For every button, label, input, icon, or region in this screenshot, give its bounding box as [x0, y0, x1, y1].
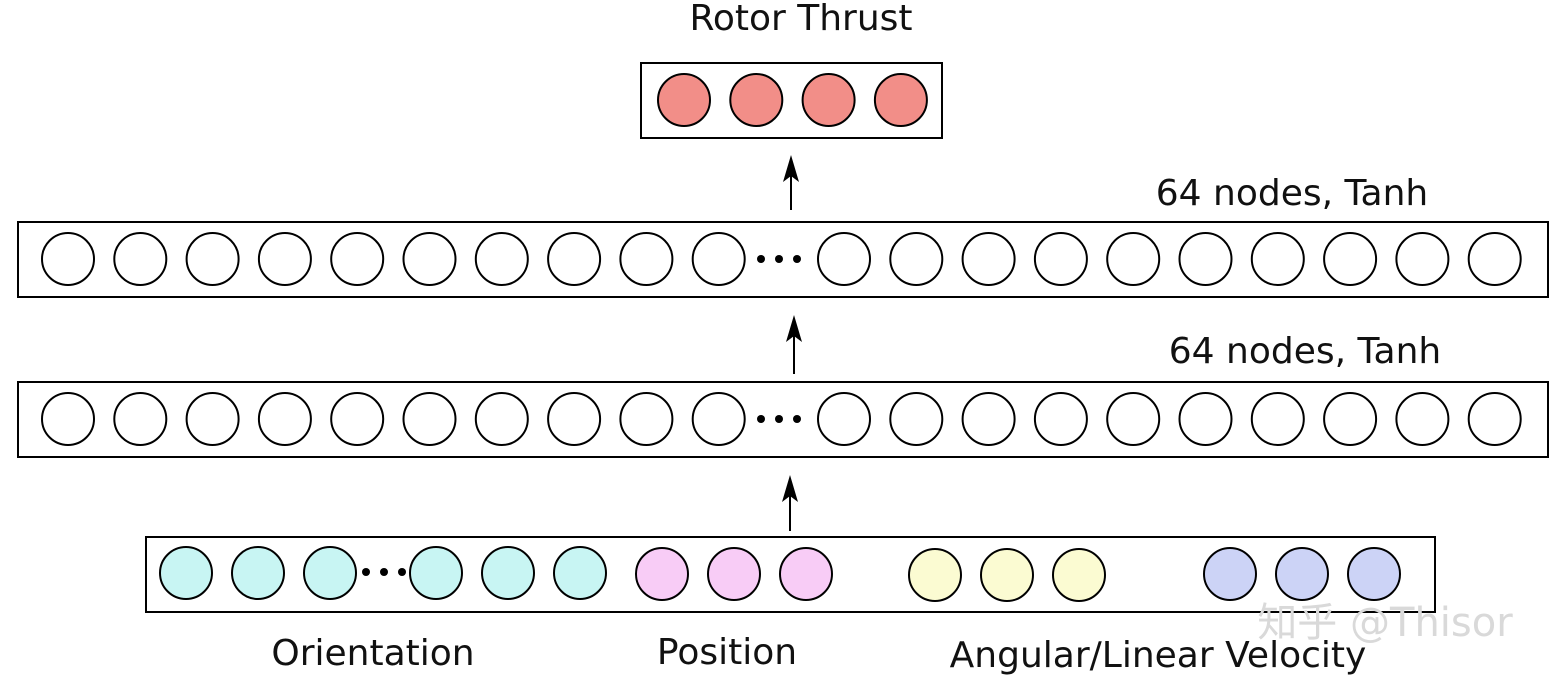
hidden-node — [1323, 392, 1378, 446]
position-label: Position — [657, 632, 797, 673]
hidden-node — [41, 232, 95, 286]
hidden-node — [1106, 392, 1161, 446]
angular-velocity-node — [908, 548, 962, 602]
angular-velocity-node — [980, 548, 1034, 602]
arrow-hidden1-to-hidden2 — [786, 315, 802, 374]
hidden-node — [1323, 232, 1378, 286]
hidden-node — [547, 232, 602, 286]
hidden-node — [817, 392, 871, 446]
hidden-node — [257, 232, 312, 286]
hidden-node — [1467, 392, 1522, 446]
hidden-layer-1-label: 64 nodes, Tanh — [1169, 331, 1441, 372]
hidden-node — [330, 232, 385, 286]
hidden-layer-2-nodes — [41, 232, 1522, 286]
velocity-label: Angular/Linear Velocity — [950, 635, 1367, 676]
hidden-layer-1-ellipsis — [757, 415, 801, 423]
orientation-label: Orientation — [271, 633, 474, 674]
hidden-layer-2-ellipsis — [757, 255, 801, 263]
hidden-node — [1033, 392, 1088, 446]
hidden-node — [961, 232, 1016, 286]
hidden-node — [1250, 232, 1305, 286]
hidden-node — [1395, 392, 1450, 446]
output-nodes — [657, 73, 928, 127]
orientation-node — [231, 546, 285, 600]
hidden-node — [113, 392, 168, 446]
hidden-node — [889, 392, 944, 446]
input-orientation-ellipsis — [362, 568, 406, 576]
linear-velocity-node — [1275, 547, 1329, 601]
hidden-node — [691, 392, 746, 446]
hidden-node — [1178, 232, 1233, 286]
hidden-node — [1395, 232, 1450, 286]
orientation-node — [159, 546, 213, 600]
hidden-node — [402, 232, 457, 286]
hidden-node — [1033, 232, 1088, 286]
linear-velocity-node — [1347, 547, 1401, 601]
hidden-node — [1250, 392, 1305, 446]
hidden-node — [41, 392, 95, 446]
orientation-node — [553, 546, 607, 600]
hidden-node — [113, 232, 168, 286]
hidden-layer-2-label: 64 nodes, Tanh — [1156, 173, 1428, 214]
hidden-node — [1106, 232, 1161, 286]
position-node — [707, 547, 761, 601]
hidden-node — [474, 392, 529, 446]
output-node — [873, 73, 928, 127]
hidden-node — [691, 232, 746, 286]
hidden-node — [961, 392, 1016, 446]
orientation-node — [303, 546, 357, 600]
hidden-layer-1-nodes — [41, 392, 1522, 446]
output-node — [801, 73, 856, 127]
hidden-node — [330, 392, 385, 446]
hidden-node — [257, 392, 312, 446]
arrow-input-to-hidden1 — [782, 475, 798, 531]
hidden-node — [889, 232, 944, 286]
orientation-node — [481, 546, 535, 600]
output-node — [657, 73, 711, 127]
angular-velocity-node — [1052, 548, 1106, 602]
hidden-node — [474, 232, 529, 286]
hidden-node — [817, 232, 871, 286]
hidden-node — [1467, 232, 1522, 286]
hidden-node — [1178, 392, 1233, 446]
position-node — [635, 547, 689, 601]
arrow-hidden2-to-output — [783, 155, 799, 210]
hidden-node — [185, 392, 240, 446]
hidden-node — [185, 232, 240, 286]
hidden-node — [547, 392, 602, 446]
watermark: 知乎 @Thisor — [1257, 600, 1513, 646]
input-nodes — [159, 546, 1401, 602]
output-title: Rotor Thrust — [689, 0, 912, 39]
hidden-node — [619, 392, 674, 446]
orientation-node — [409, 546, 463, 600]
linear-velocity-node — [1203, 547, 1257, 601]
hidden-layer-2-box — [17, 221, 1549, 298]
hidden-node — [619, 232, 674, 286]
hidden-node — [402, 392, 457, 446]
output-node — [729, 73, 784, 127]
position-node — [779, 547, 833, 601]
hidden-layer-1-box — [17, 381, 1549, 458]
